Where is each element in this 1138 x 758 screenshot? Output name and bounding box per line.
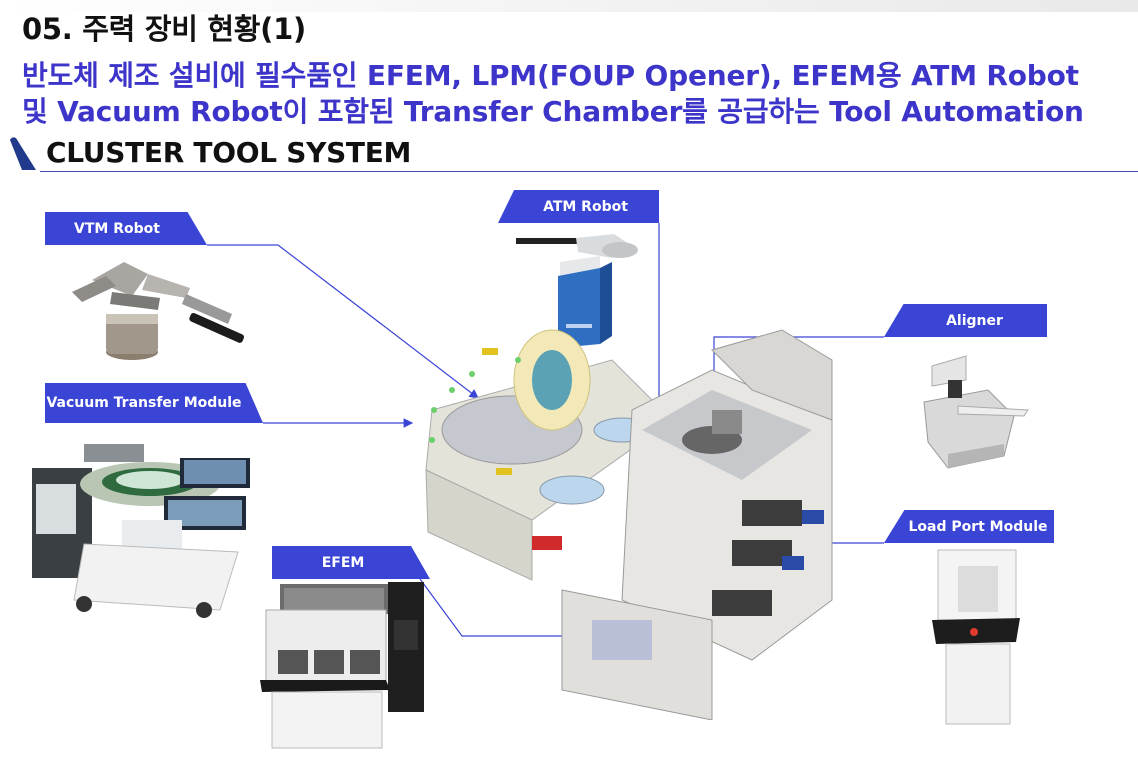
vtm-robot-image — [72, 262, 245, 360]
section-title: CLUSTER TOOL SYSTEM — [46, 136, 412, 169]
label-aligner: Aligner — [884, 304, 1047, 337]
vacuum-transfer-module-image — [32, 444, 250, 618]
label-vtm-robot: VTM Robot — [45, 212, 207, 245]
section-accent-icon — [10, 137, 36, 170]
cluster-tool-image — [425, 329, 833, 720]
page-title: 05. 주력 장비 현황(1) — [22, 12, 306, 46]
section-divider — [40, 171, 1138, 172]
subtitle-line-1: 반도체 제조 설비에 필수품인 EFEM, LPM(FOUP Opener), … — [22, 59, 1079, 92]
label-vacuum-transfer-module: Vacuum Transfer Module — [45, 383, 263, 423]
top-band — [0, 0, 1138, 12]
aligner-image — [923, 355, 1029, 469]
subtitle-line-2: 및 Vacuum Robot이 포함된 Transfer Chamber를 공급… — [22, 95, 1084, 128]
load-port-module-image — [932, 549, 1020, 725]
label-atm-robot: ATM Robot — [498, 190, 659, 223]
label-load-port-module: Load Port Module — [884, 510, 1054, 543]
efem-image — [260, 582, 424, 749]
atm-robot-image — [516, 234, 638, 348]
label-efem: EFEM — [272, 546, 430, 579]
